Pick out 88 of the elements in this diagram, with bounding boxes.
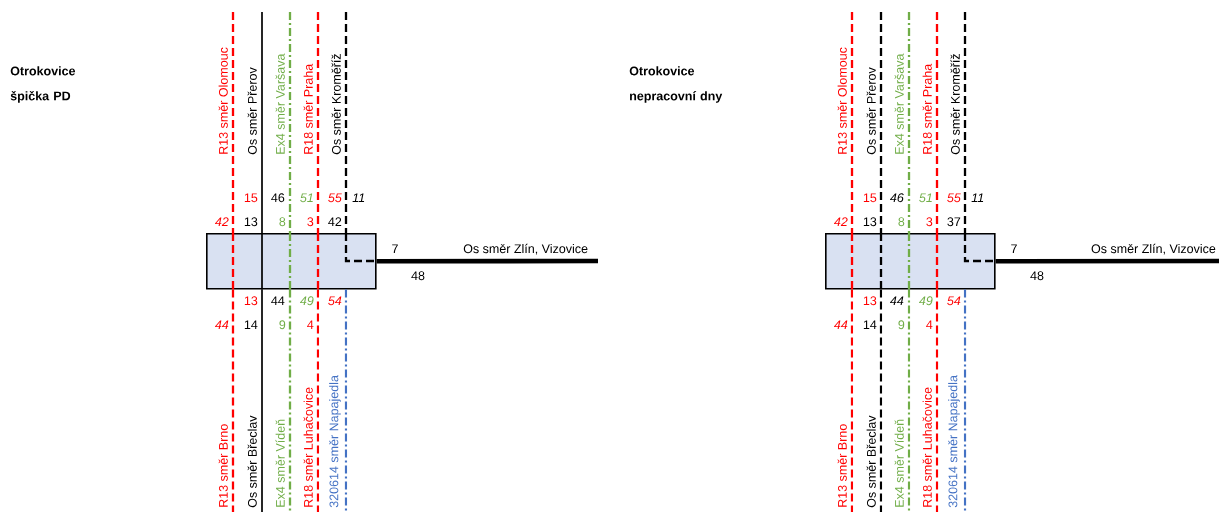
- time-label: 15: [863, 193, 877, 203]
- time-label: 55: [947, 193, 961, 203]
- time-label: 49: [919, 296, 933, 306]
- time-label: 8: [898, 217, 905, 227]
- track-line: [879, 289, 883, 512]
- track-line: [850, 12, 854, 233]
- edge-label: R13 směr Olomouc: [837, 47, 847, 154]
- time-label: 11: [352, 193, 365, 202]
- edge-label: R18 směr Luhačovice: [922, 387, 932, 507]
- time-label: 55: [328, 193, 342, 203]
- edge-label: Ex4 směr Varšava: [275, 53, 285, 154]
- edge-label: Ex4 směr Vídeň: [275, 419, 285, 507]
- edge-label: Os směr Zlín, Vizovice: [463, 243, 588, 255]
- time-label: 7: [392, 244, 398, 253]
- time-label: 48: [411, 271, 425, 281]
- time-label: 13: [863, 296, 877, 306]
- time-label: 51: [919, 193, 932, 203]
- time-label: 46: [890, 193, 904, 203]
- edge-label: R18 směr Praha: [303, 63, 313, 154]
- station-title: Otrokovice nepracovní dny: [629, 66, 723, 103]
- edge-label: Os směr Zlín, Vizovice: [1091, 243, 1216, 255]
- track-line: [935, 289, 939, 512]
- track-line: [231, 12, 235, 233]
- time-label: 46: [271, 193, 285, 203]
- time-label: 4: [307, 320, 314, 329]
- time-label: 13: [244, 217, 258, 227]
- time-label: 11: [971, 193, 984, 202]
- time-label: 13: [244, 296, 258, 306]
- track-line: [376, 258, 598, 264]
- time-label: 9: [279, 320, 286, 330]
- station-box: [825, 233, 996, 290]
- edge-label: Os směr Břeclav: [247, 415, 257, 508]
- track-line: [288, 289, 292, 512]
- time-label: 14: [863, 320, 877, 329]
- edge-label: Ex4 směr Vídeň: [894, 419, 904, 507]
- time-label: 49: [300, 296, 314, 306]
- time-label: 51: [300, 193, 313, 203]
- time-label: 42: [215, 217, 229, 226]
- track-line: [344, 289, 348, 512]
- edge-label: R13 směr Olomouc: [218, 47, 228, 154]
- track-line: [963, 289, 967, 512]
- track-line: [288, 12, 292, 233]
- track-line: [963, 12, 967, 233]
- track-line: [907, 289, 911, 512]
- time-label: 44: [834, 320, 848, 329]
- time-label: 7: [1011, 244, 1017, 253]
- edge-label: Os směr Kroměříž: [331, 54, 341, 155]
- edge-label: Os směr Břeclav: [866, 415, 876, 508]
- track-line: [261, 11, 263, 234]
- track-line: [316, 12, 320, 233]
- time-label: 44: [271, 296, 285, 305]
- time-label: 37: [947, 217, 961, 227]
- time-label: 8: [279, 217, 286, 227]
- time-label: 42: [834, 217, 848, 226]
- time-label: 3: [926, 217, 933, 227]
- edge-label: R13 směr Brno: [837, 424, 847, 507]
- time-label: 4: [926, 320, 933, 329]
- edge-label: Ex4 směr Varšava: [894, 53, 904, 154]
- track-line: [935, 12, 939, 233]
- time-label: 44: [890, 296, 904, 305]
- station-box: [206, 233, 377, 290]
- time-label: 13: [863, 217, 877, 227]
- edge-label: R18 směr Luhačovice: [303, 387, 313, 507]
- time-label: 15: [244, 193, 258, 203]
- track-line: [344, 12, 348, 233]
- time-label: 9: [898, 320, 905, 330]
- track-line: [316, 289, 320, 512]
- edge-label: Os směr Přerov: [866, 67, 876, 155]
- track-line: [879, 12, 883, 233]
- track-line: [907, 12, 911, 233]
- time-label: 54: [947, 296, 961, 306]
- edge-label: Os směr Přerov: [247, 67, 257, 155]
- edge-label: Os směr Kroměříž: [950, 54, 960, 155]
- station-title: Otrokovice špička PD: [10, 66, 76, 103]
- track-line: [261, 288, 263, 512]
- edge-label: 320614 směr Napajedla: [329, 375, 341, 508]
- time-label: 44: [215, 320, 229, 329]
- time-label: 3: [307, 217, 314, 227]
- time-label: 14: [244, 320, 258, 329]
- edge-label: R13 směr Brno: [218, 424, 228, 507]
- edge-label: 320614 směr Napajedla: [948, 375, 960, 508]
- time-label: 42: [328, 217, 342, 226]
- track-line: [231, 289, 235, 512]
- edge-label: R18 směr Praha: [922, 63, 932, 154]
- time-label: 48: [1030, 271, 1044, 281]
- time-label: 54: [328, 296, 342, 306]
- track-line: [995, 258, 1219, 264]
- track-line: [850, 289, 854, 512]
